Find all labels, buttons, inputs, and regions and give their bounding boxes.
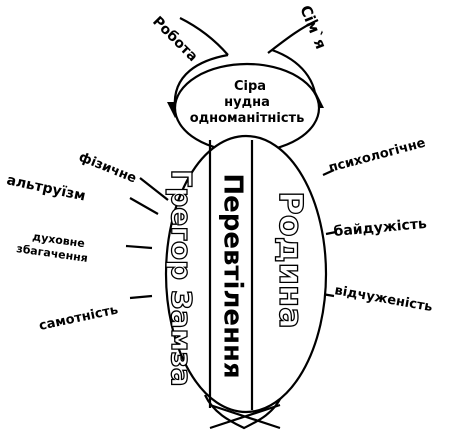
- left-legs: [126, 178, 168, 298]
- alienation-label: відчуженість: [333, 283, 433, 315]
- family-body-label: Родина: [272, 191, 310, 328]
- physical-label: фізичне: [77, 150, 139, 187]
- head-line-2: нудна: [224, 95, 270, 110]
- family-top-label: Сім`я: [296, 3, 330, 52]
- indifference-label: байдужість: [333, 216, 428, 240]
- loneliness-label: самотність: [38, 303, 120, 334]
- head-line-3: одноманітність: [190, 111, 305, 126]
- transformation-label: Перевтілення: [218, 173, 248, 378]
- psychological-label: психологічне: [327, 136, 427, 176]
- work-label: Робота: [149, 14, 201, 66]
- gregor-samsa-label: Грегор Замза: [165, 169, 198, 386]
- altruism-label: альтруїзм: [5, 172, 87, 204]
- head-line-1: Сіра: [234, 79, 266, 94]
